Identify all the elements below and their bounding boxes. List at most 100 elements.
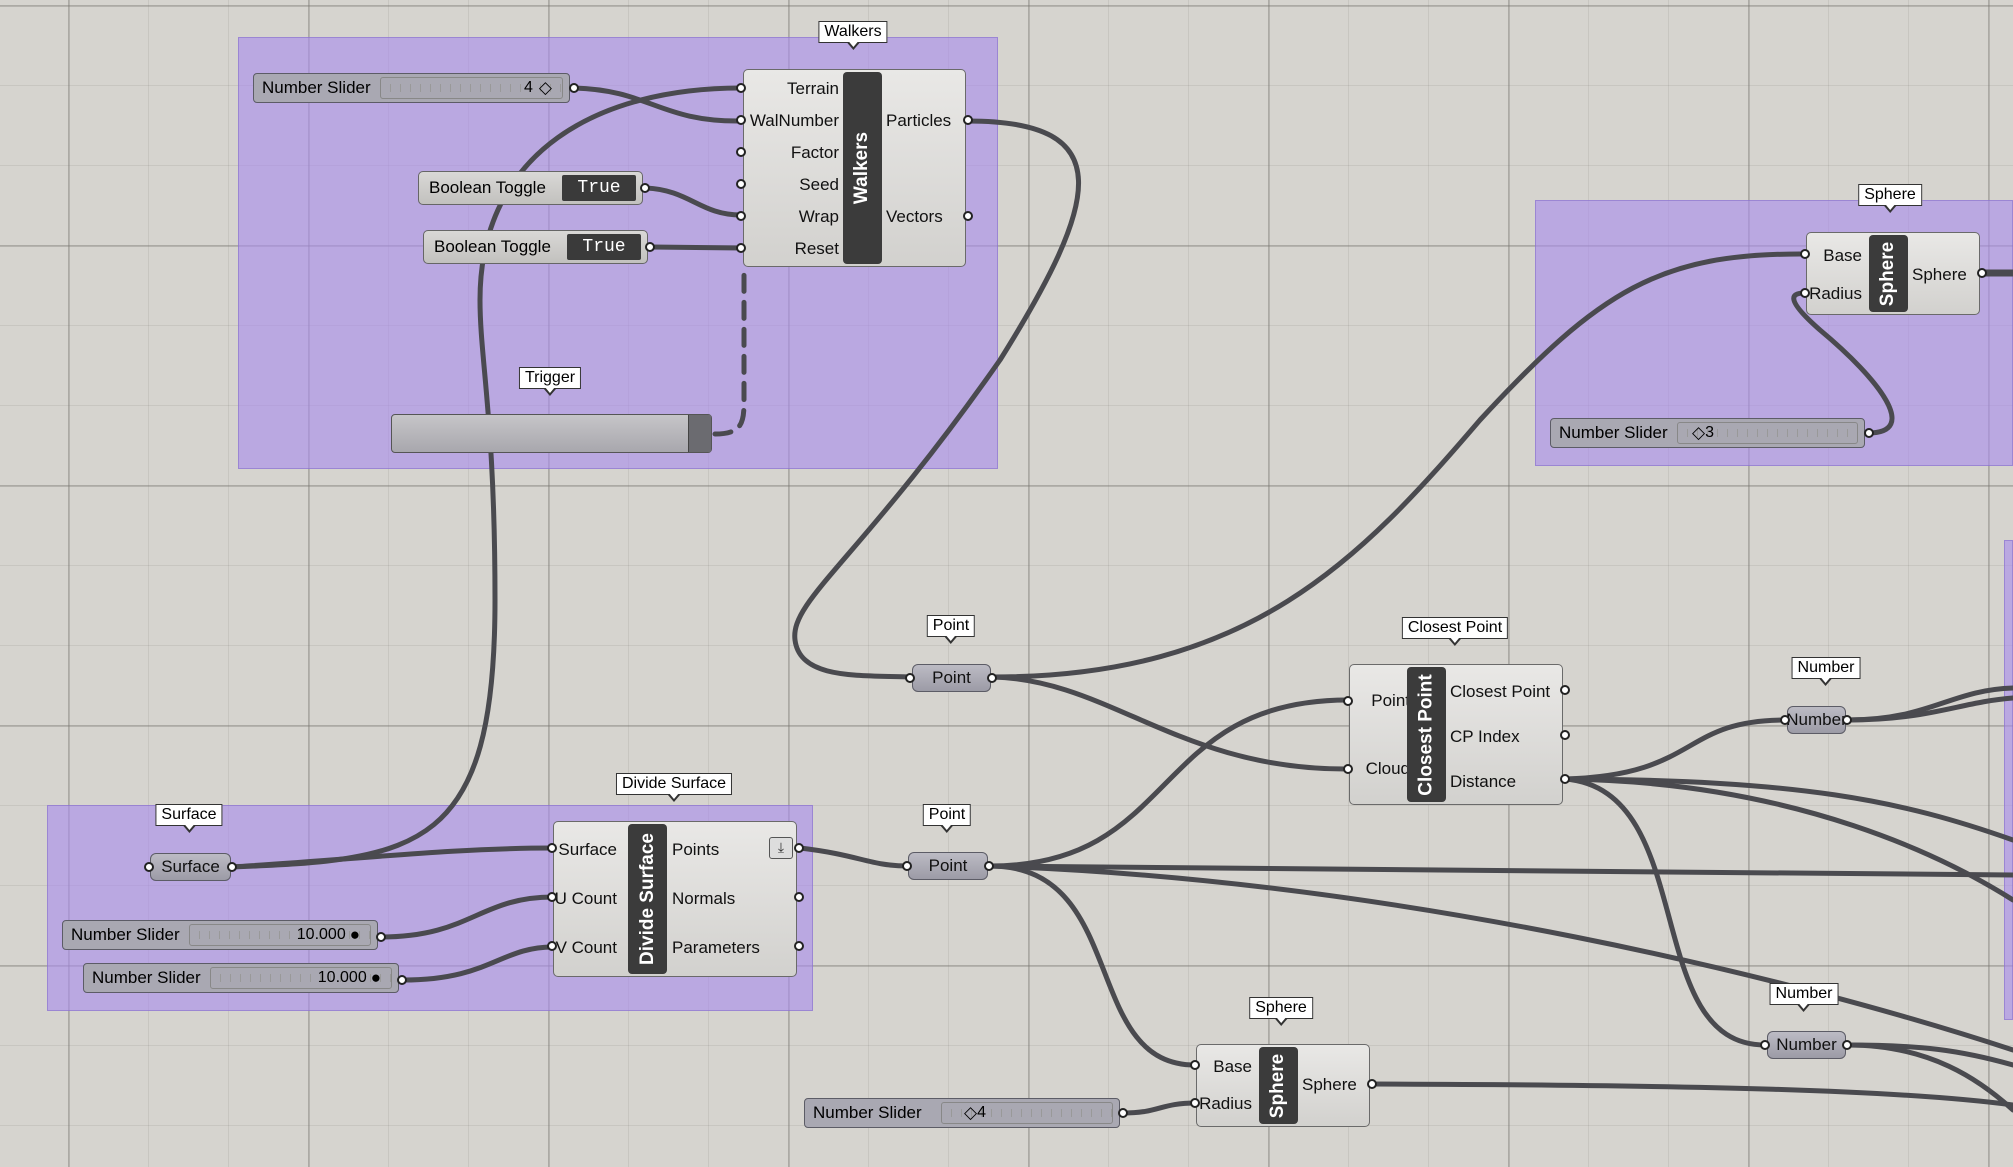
slider-handle-icon[interactable]: ◇ [538, 78, 552, 97]
walkers-input-walnumber[interactable]: WalNumber [749, 111, 839, 130]
point-upper-out-grip[interactable] [987, 673, 997, 683]
sphere-top-radius-grip[interactable] [1800, 288, 1810, 298]
number-upper-in-grip[interactable] [1780, 715, 1790, 725]
sphere-bottom-output-sphere[interactable]: Sphere [1302, 1075, 1357, 1094]
number-lower-in-grip[interactable] [1760, 1040, 1770, 1050]
surface-out-grip[interactable] [227, 862, 237, 872]
closest-point-output-distance[interactable]: Distance [1450, 772, 1517, 791]
divide-surface-input-surface[interactable]: Surface [558, 840, 617, 859]
sphere-top-sphere-grip[interactable] [1977, 268, 1987, 278]
slider-handle-icon[interactable]: ● [370, 968, 381, 987]
divide-surface-output-normals[interactable]: Normals [672, 889, 736, 908]
divide-surface-input-ucount[interactable]: U Count [554, 889, 617, 908]
closest-point-component[interactable]: Point Cloud Closest Point Closest Point … [1349, 664, 1563, 805]
sphere-top-output-sphere[interactable]: Sphere [1912, 265, 1967, 284]
closest-point-point-grip[interactable] [1343, 696, 1353, 706]
point-lower-in-grip[interactable] [902, 861, 912, 871]
sphere-top-input-base[interactable]: Base [1823, 246, 1862, 265]
sphere-radius-bottom-slider-track[interactable]: ◇4 [941, 1102, 1113, 1124]
surface-in-grip[interactable] [144, 862, 154, 872]
sphere-bottom-sphere-grip[interactable] [1367, 1079, 1377, 1089]
point-upper-param[interactable]: Point [912, 664, 991, 692]
closest-point-index-grip[interactable] [1560, 730, 1570, 740]
divide-surface-output-parameters[interactable]: Parameters [672, 938, 760, 957]
sphere-radius-top-slider[interactable]: Number Slider ◇3 [1550, 418, 1865, 448]
sphere-bottom-base-grip[interactable] [1190, 1060, 1200, 1070]
sphere-bottom-input-radius[interactable]: Radius [1199, 1094, 1252, 1113]
arrow-down-icon[interactable]: ⤓ [769, 837, 793, 859]
walkers-walnumber-grip[interactable] [736, 115, 746, 125]
wrap-toggle-grip[interactable] [640, 183, 650, 193]
walkers-vectors-grip[interactable] [963, 211, 973, 221]
sphere-top-component[interactable]: Base Radius Sphere Sphere [1806, 232, 1980, 315]
sphere-top-input-radius[interactable]: Radius [1809, 284, 1862, 303]
surface-param[interactable]: Surface [150, 853, 231, 881]
closest-point-cloud-grip[interactable] [1343, 764, 1353, 774]
divide-surface-input-vcount[interactable]: V Count [555, 938, 617, 957]
walkers-component[interactable]: Terrain WalNumber Factor Seed Wrap Reset… [743, 69, 966, 267]
walkers-input-terrain[interactable]: Terrain [787, 79, 839, 98]
number-upper-param[interactable]: Number [1786, 706, 1847, 734]
divide-surface-normals-grip[interactable] [794, 892, 804, 902]
divide-surface-surface-grip[interactable] [547, 843, 557, 853]
walkers-particles-grip[interactable] [963, 115, 973, 125]
sphere-radius-bottom-slider[interactable]: Number Slider ◇4 [804, 1098, 1120, 1128]
divide-surface-output-points[interactable]: Points [672, 840, 720, 859]
number-upper-out-grip[interactable] [1842, 715, 1852, 725]
point-lower-param[interactable]: Point [908, 852, 988, 880]
slider-handle-icon[interactable]: ● [349, 925, 360, 944]
closest-point-input-cloud[interactable]: Cloud [1365, 759, 1410, 778]
walkers-input-factor[interactable]: Factor [790, 143, 839, 162]
slider-handle-icon[interactable]: ◇ [1692, 423, 1706, 442]
wrap-toggle-value[interactable]: True [562, 175, 636, 201]
reset-boolean-toggle[interactable]: Boolean Toggle True [423, 230, 648, 264]
wire-distance-number-lower [1562, 776, 1768, 1048]
walkers-terrain-grip[interactable] [736, 83, 746, 93]
walkers-input-reset[interactable]: Reset [794, 239, 839, 258]
reset-toggle-grip[interactable] [645, 242, 655, 252]
wrap-boolean-toggle[interactable]: Boolean Toggle True [418, 171, 643, 205]
walkers-count-slider-grip[interactable] [569, 83, 579, 93]
v-count-slider[interactable]: Number Slider 10.000● [83, 963, 399, 993]
point-upper-in-grip[interactable] [905, 673, 915, 683]
walkers-count-slider[interactable]: Number Slider 4◇ [253, 73, 570, 103]
closest-point-closest-grip[interactable] [1560, 685, 1570, 695]
walkers-factor-grip[interactable] [736, 147, 746, 157]
walkers-input-seed[interactable]: Seed [799, 175, 839, 194]
divide-surface-ucount-grip[interactable] [547, 892, 557, 902]
closest-point-distance-grip[interactable] [1560, 774, 1570, 784]
divide-surface-component[interactable]: Surface U Count V Count Divide Surface P… [553, 821, 797, 977]
number-lower-param[interactable]: Number [1767, 1031, 1846, 1059]
u-count-slider-track[interactable]: 10.000● [189, 924, 371, 946]
trigger-handle[interactable] [688, 415, 711, 452]
walkers-output-vectors[interactable]: Vectors [886, 207, 943, 226]
slider-handle-icon[interactable]: ◇ [964, 1103, 978, 1122]
trigger-component[interactable] [391, 414, 712, 453]
walkers-input-wrap[interactable]: Wrap [798, 207, 839, 226]
sphere-top-base-grip[interactable] [1800, 249, 1810, 259]
divide-surface-points-grip[interactable] [794, 843, 804, 853]
walkers-reset-grip[interactable] [736, 243, 746, 253]
sphere-radius-bottom-slider-grip[interactable] [1118, 1108, 1128, 1118]
sphere-bottom-component[interactable]: Base Radius Sphere Sphere [1196, 1044, 1370, 1127]
sphere-bottom-input-base[interactable]: Base [1213, 1057, 1252, 1076]
closest-point-output-cp-index[interactable]: CP Index [1450, 727, 1520, 746]
reset-toggle-value[interactable]: True [567, 234, 641, 260]
divide-surface-vcount-grip[interactable] [547, 941, 557, 951]
walkers-seed-grip[interactable] [736, 179, 746, 189]
closest-point-input-point[interactable]: Point [1371, 691, 1410, 710]
sphere-bottom-radius-grip[interactable] [1190, 1098, 1200, 1108]
u-count-slider[interactable]: Number Slider 10.000● [62, 920, 378, 950]
sphere-radius-top-slider-track[interactable]: ◇3 [1677, 422, 1858, 444]
u-count-slider-grip[interactable] [376, 932, 386, 942]
closest-point-output-closest-point[interactable]: Closest Point [1450, 682, 1551, 701]
walkers-output-particles[interactable]: Particles [886, 111, 952, 130]
v-count-slider-grip[interactable] [397, 975, 407, 985]
v-count-slider-track[interactable]: 10.000● [210, 967, 392, 989]
walkers-count-slider-track[interactable]: 4◇ [380, 77, 563, 99]
number-lower-out-grip[interactable] [1842, 1040, 1852, 1050]
sphere-radius-top-slider-grip[interactable] [1864, 428, 1874, 438]
walkers-wrap-grip[interactable] [736, 211, 746, 221]
divide-surface-parameters-grip[interactable] [794, 941, 804, 951]
point-lower-out-grip[interactable] [984, 861, 994, 871]
